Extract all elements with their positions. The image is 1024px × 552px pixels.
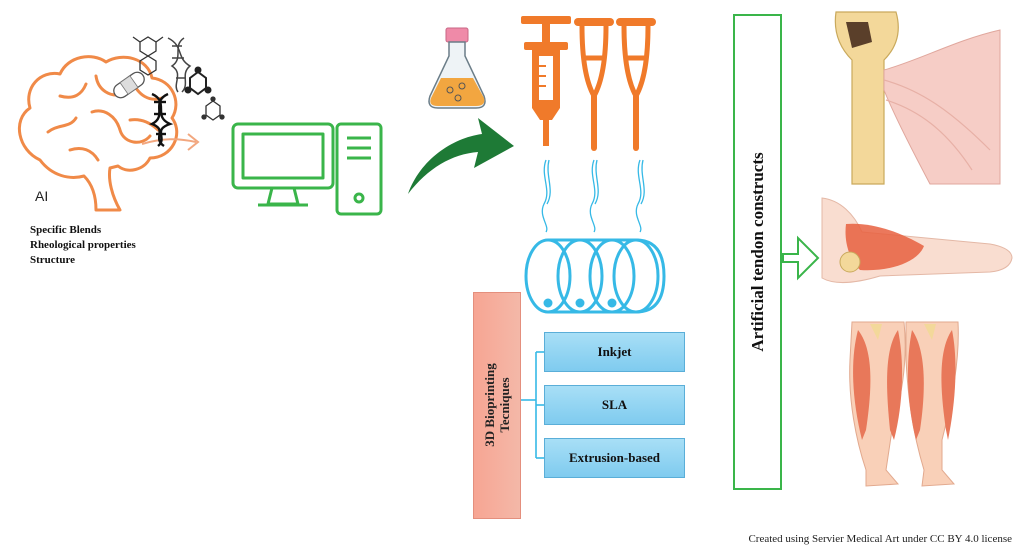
crutch-icon [574, 18, 614, 151]
bioprinting-techniques-box [473, 292, 521, 519]
molecule-icon [201, 96, 225, 121]
note-specific-blends: Specific Blends [30, 224, 102, 236]
title-line-2: Tecniques [497, 377, 512, 433]
thread-icon [541, 159, 645, 233]
syringe-icon [521, 16, 571, 146]
flask-icon [428, 27, 486, 109]
small-arrow-icon [141, 133, 200, 151]
ai-notes: Specific Blends Rheological properties S… [30, 223, 136, 268]
connector-lines [521, 351, 544, 459]
computer-icon [231, 122, 383, 216]
artificial-tendon-title: Artificial tendon constructs [748, 152, 767, 352]
note-rheological-properties: Rheological properties [30, 239, 136, 251]
title-line-1: 3D Bioprinting [482, 363, 497, 447]
note-structure: Structure [30, 254, 76, 266]
molecule-icon [184, 66, 212, 96]
scaffold-icon [524, 238, 666, 314]
arm-icon [821, 197, 1013, 283]
dna-icon [167, 37, 192, 93]
bone-tendon-icon [834, 11, 1001, 185]
ai-label: AI [35, 188, 49, 204]
bandage-icon [113, 71, 145, 99]
curved-arrow-icon [408, 118, 514, 194]
artificial-tendon-box [733, 14, 782, 490]
hollow-arrow-icon [782, 235, 820, 281]
brain-icon [18, 55, 179, 212]
method-inkjet: Inkjet [544, 332, 685, 372]
bioprinting-techniques-title: 3D Bioprinting Tecniques [482, 363, 512, 446]
legs-icon [849, 321, 959, 487]
credit-text: Created using Servier Medical Art under … [748, 533, 1012, 545]
method-extrusion-based: Extrusion-based [544, 438, 685, 478]
molecule-icon [132, 36, 164, 76]
method-sla: SLA [544, 385, 685, 425]
dna-icon [149, 92, 174, 147]
crutch-icon [616, 18, 656, 151]
